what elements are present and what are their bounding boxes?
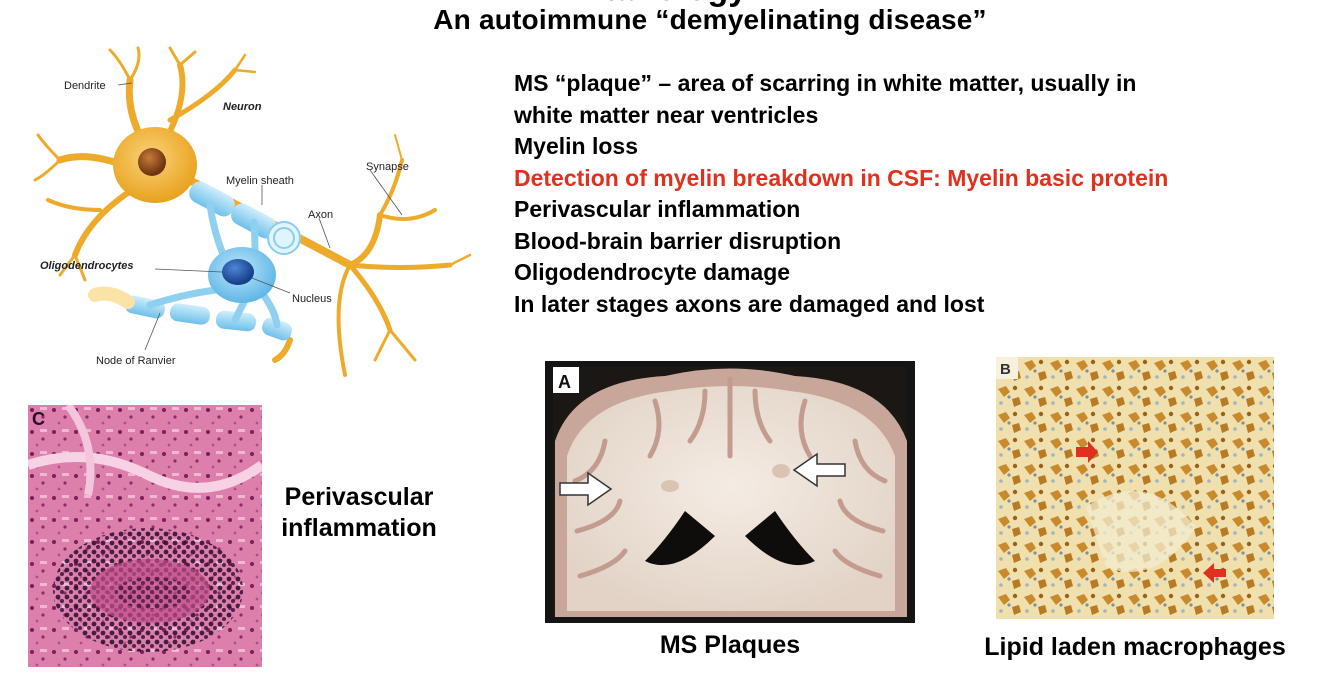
label-nucleus: Nucleus xyxy=(292,293,332,305)
panel-letter-b: B xyxy=(1000,361,1011,378)
bullet-list: MS “plaque” – area of scarring in white … xyxy=(514,68,1324,320)
slide-subtitle: An autoimmune “demyelinating disease” xyxy=(433,4,987,35)
red-arrow-icon-upper xyxy=(1076,441,1098,463)
label-axon: Axon xyxy=(308,209,333,221)
perivascular-histology-svg: C xyxy=(28,405,262,667)
label-neuron: Neuron xyxy=(223,101,262,113)
red-arrow-icon-lower xyxy=(1203,563,1226,583)
caption-lipid-macrophages: Lipid laden macrophages xyxy=(984,633,1286,661)
arrow-right-icon xyxy=(559,471,613,507)
macrophage-histology-svg: B xyxy=(996,357,1274,619)
brain-section-image: A xyxy=(545,361,915,623)
bullet-bbb: Blood-brain barrier disruption xyxy=(514,227,842,254)
label-dendrite: Dendrite xyxy=(64,80,106,92)
neuron-diagram: Dendrite Neuron Myelin sheath Synapse Ax… xyxy=(33,46,472,377)
bullet-oligodendrocyte: Oligodendrocyte damage xyxy=(514,259,791,285)
arrow-left-icon xyxy=(792,452,846,488)
bullet-axons: In later stages axons are damaged and lo… xyxy=(514,290,985,317)
caption-perivascular-line1: Perivascular xyxy=(284,483,434,511)
label-oligodendrocytes: Oligodendrocytes xyxy=(40,260,134,272)
caption-perivascular: Perivascular inflammation xyxy=(266,482,452,544)
label-synapse: Synapse xyxy=(366,161,409,173)
caption-ms-plaques: MS Plaques xyxy=(659,631,801,659)
bullet-perivascular: Perivascular inflammation xyxy=(514,196,801,222)
bullet-ms-plaque: MS “plaque” – area of scarring in white … xyxy=(514,70,1137,128)
neuron-dendrites xyxy=(33,46,257,282)
macrophage-histology-image: B xyxy=(996,357,1274,619)
plaque-right xyxy=(772,464,790,478)
caption-perivascular-line2: inflammation xyxy=(281,514,437,542)
neuron-nucleus xyxy=(138,148,166,176)
bullet-csf-detection: Detection of myelin breakdown in CSF: My… xyxy=(514,164,1169,191)
histology-perivascular-image: C xyxy=(28,405,262,667)
brain-section-svg: A xyxy=(553,367,907,617)
label-node-of-ranvier: Node of Ranvier xyxy=(96,355,176,367)
bullet-myelin-loss: Myelin loss xyxy=(514,133,638,159)
oligodendrocyte-nucleus xyxy=(222,259,254,285)
label-myelin-sheath: Myelin sheath xyxy=(226,175,294,187)
panel-letter-c: C xyxy=(32,409,45,429)
panel-letter-a: A xyxy=(558,372,571,392)
slide-title: Pathology xyxy=(0,0,1330,9)
plaque-left xyxy=(661,480,679,492)
myelin-sheaths xyxy=(125,181,301,341)
